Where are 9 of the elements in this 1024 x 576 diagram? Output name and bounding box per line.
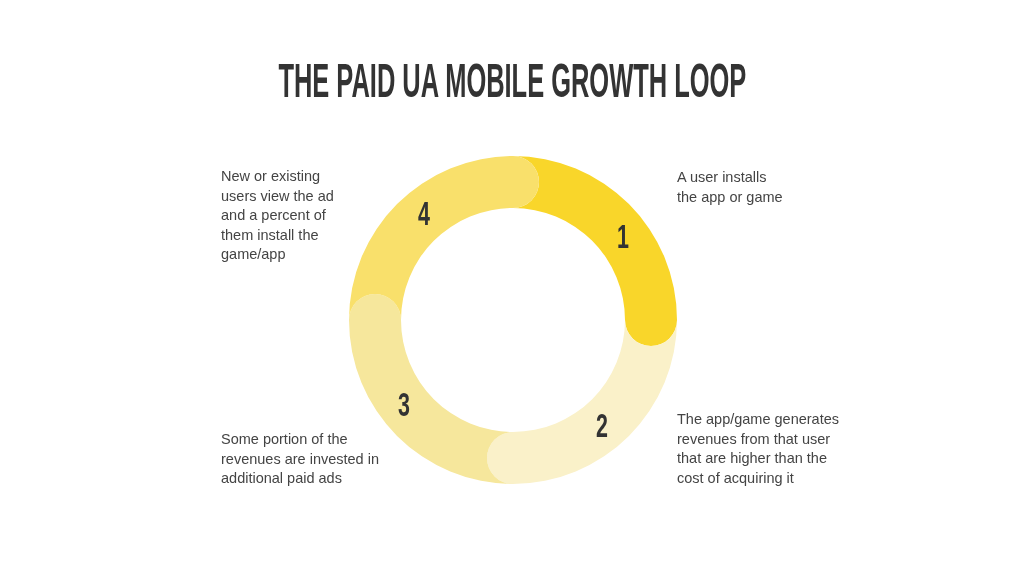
step-description: Some portion of the revenues are invested in additional paid ads (221, 430, 380, 488)
step-number: 3 (398, 386, 411, 423)
step-number: 2 (595, 407, 608, 444)
step-description: A user installs the app or game (677, 168, 784, 207)
step-description: The app/game generates revenues from that user that are higher than the cost of acquiring it (677, 410, 841, 488)
diagram-title: THE PAID UA MOBILE GROWTH LOOP (278, 53, 746, 109)
step-number: 4 (418, 196, 431, 233)
step-number: 1 (617, 218, 630, 255)
step-description: New or existing users view the ad and a percent of them install the game/app (221, 167, 335, 264)
